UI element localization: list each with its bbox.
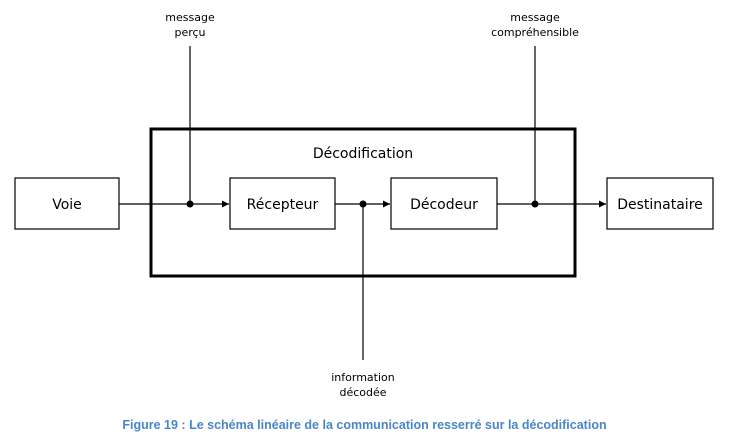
message-percu-label-line1: message (165, 11, 215, 24)
recepteur-label: Récepteur (247, 197, 319, 213)
decoding-diagram: Décodification Voie Récepteur Décodeur D… (14, 11, 714, 399)
information-decodee-label-line1: information (331, 371, 395, 384)
voie-box (14, 177, 120, 230)
recepteur-box (229, 177, 336, 230)
voie-label: Voie (52, 197, 82, 213)
figure-caption: Figure 19 : Le schéma linéaire de la com… (122, 418, 607, 432)
decodeur-label: Décodeur (410, 197, 478, 213)
destinataire-box (606, 177, 714, 230)
message-percu-junction-dot (186, 200, 194, 208)
message-percu-label-line2: perçu (174, 26, 205, 39)
message-comprehensible-junction-dot (531, 200, 539, 208)
decodification-label: Décodification (313, 146, 413, 162)
message-comprehensible-label-line1: message (510, 11, 560, 24)
information-decodee-label-line2: décodée (339, 386, 386, 399)
message-comprehensible-label-line2: compréhensible (491, 26, 579, 39)
information-decodee-junction-dot (359, 200, 367, 208)
destinataire-label: Destinataire (617, 197, 703, 213)
